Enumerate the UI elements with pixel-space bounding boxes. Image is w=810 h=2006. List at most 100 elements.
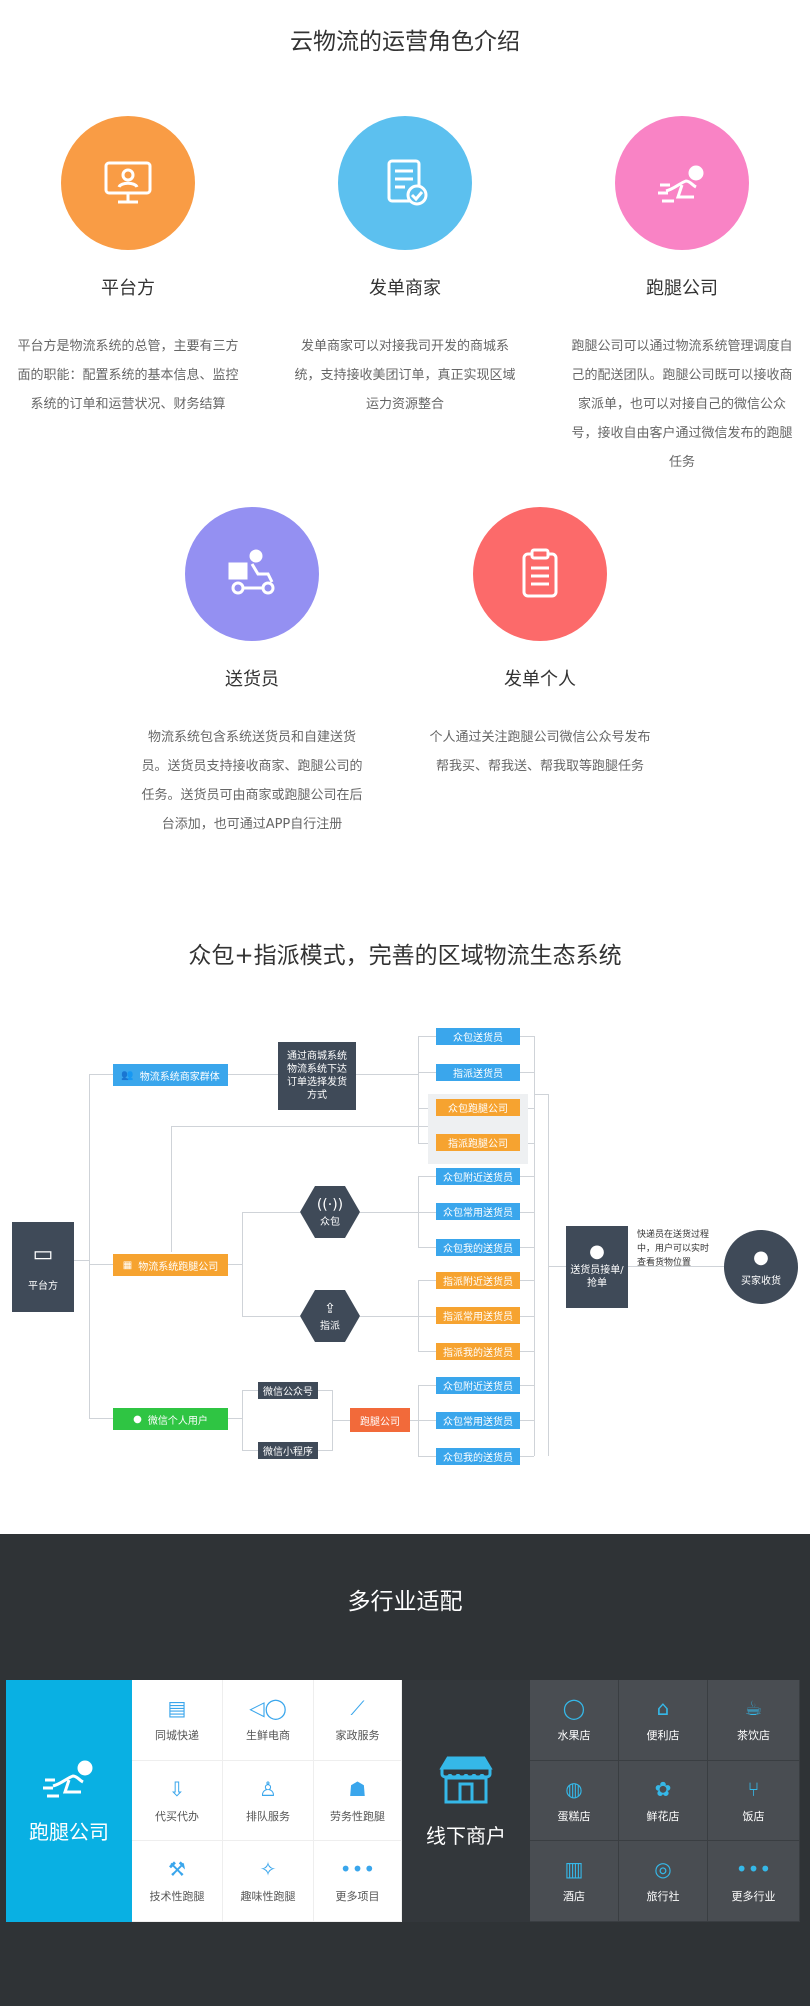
fish-icon: ◁◯ <box>249 1696 287 1720</box>
option-box: 众包常用送货员 <box>436 1412 520 1429</box>
wechat-user-label: 微信个人用户 <box>147 1415 208 1427</box>
role-name: 平台方 <box>101 278 155 299</box>
industry-item[interactable]: ⚒技术性跑腿 <box>132 1841 223 1922</box>
industry-item-label: 饭店 <box>742 1809 765 1823</box>
platform-label: 平台方 <box>28 1281 58 1292</box>
cutlery-icon: ⑂ <box>747 1776 760 1801</box>
buyer-label: 买家收货 <box>741 1276 781 1287</box>
role-runner-company: 跑腿公司 跑腿公司可以通过物流系统管理调度自己的配送团队。跑腿公司既可以接收商家… <box>562 116 802 477</box>
buyer-node: ● 买家收货 <box>724 1230 798 1304</box>
clipboard-icon <box>473 507 607 641</box>
role-platform: 平台方 平台方是物流系统的总管，主要有三方面的职能：配置系统的基本信息、监控系统… <box>8 116 248 419</box>
industry-item-label: 生鲜电商 <box>246 1729 290 1742</box>
industry-item[interactable]: ⟋ 家政服务 <box>314 1680 402 1761</box>
option-box: 众包常用送货员 <box>436 1203 520 1220</box>
role-name: 发单商家 <box>369 278 441 299</box>
industry-item-label: 更多行业 <box>731 1890 776 1903</box>
person-icon: ♙ <box>259 1776 277 1801</box>
crowd-node: ((·)) 众包 <box>300 1186 360 1238</box>
industry-item-label: 便利店 <box>646 1729 680 1742</box>
option-box: 众包送货员 <box>436 1028 520 1045</box>
merchant-panel-label: 线下商户 <box>426 1823 506 1848</box>
role-name: 跑腿公司 <box>646 278 718 299</box>
monitor-user-icon <box>61 116 195 250</box>
industry-item-label: 酒店 <box>563 1890 585 1903</box>
industry-item[interactable]: ☗劳务性跑腿 <box>314 1761 402 1841</box>
hotel-icon: ▥ <box>564 1857 584 1881</box>
group-icon: 👥 <box>121 1069 134 1081</box>
merchant-group-label: 物流系统商家群体 <box>139 1071 220 1083</box>
industry-item-label: 技术性跑腿 <box>149 1890 205 1903</box>
industry-item[interactable]: ⇩ 代买代办 <box>132 1761 223 1841</box>
option-box: 众包我的送货员 <box>436 1239 520 1256</box>
assign-label: 指派 <box>320 1320 340 1332</box>
building-icon: ▤ <box>167 1696 187 1720</box>
wechat-user-node: ● 微信个人用户 <box>113 1408 228 1430</box>
role-desc: 物流系统包含系统送货员和自建送货员。送货员支持接收商家、跑腿公司的任务。送货员可… <box>141 730 363 832</box>
more-dots-icon: ••• <box>339 1857 376 1881</box>
role-courier: 送货员 物流系统包含系统送货员和自建送货员。送货员支持接收商家、跑腿公司的任务。… <box>132 507 372 839</box>
section-title-industry: 多行业适配 <box>347 1589 463 1615</box>
share-icon: ⇪ <box>324 1300 336 1317</box>
courier-label: 送货员接单/抢单 <box>570 1264 624 1289</box>
industry-item[interactable]: •••更多项目 <box>314 1841 402 1922</box>
role-name: 送货员 <box>225 669 279 690</box>
industry-item[interactable]: ⌂便利店 <box>619 1680 708 1761</box>
option-box: 众包附近送货员 <box>436 1377 520 1394</box>
option-box: 众包跑腿公司 <box>436 1099 520 1116</box>
industry-item[interactable]: ▥ 酒店 <box>530 1841 619 1922</box>
apple-icon: ◯ <box>562 1696 586 1720</box>
walker-icon: ☗ <box>348 1776 367 1801</box>
wechat-official-node: 微信公众号 <box>258 1382 318 1399</box>
section-title-roles: 云物流的运营角色介绍 <box>290 29 520 55</box>
building-icon: ▦ <box>122 1259 133 1271</box>
industry-item-label: 水果店 <box>557 1729 591 1742</box>
courier-node: ● 送货员接单/抢单 <box>566 1226 628 1308</box>
runner-icon <box>43 1760 93 1797</box>
industry-item[interactable]: ◍蛋糕店 <box>530 1761 619 1841</box>
option-box: 指派常用送货员 <box>436 1307 520 1324</box>
industry-item-label: 鲜花店 <box>646 1809 680 1823</box>
role-name: 发单个人 <box>504 669 576 690</box>
storefront-icon <box>439 1756 493 1803</box>
broom-icon: ⟋ <box>350 1696 365 1720</box>
industry-item-label: 家政服务 <box>335 1729 380 1742</box>
platform-node: ▭ 平台方 <box>12 1222 74 1312</box>
more-dots-icon: ••• <box>735 1857 772 1881</box>
role-desc: 跑腿公司可以通过物流系统管理调度自己的配送团队。跑腿公司既可以接收商家派单，也可… <box>571 339 793 470</box>
industry-item[interactable]: ☕茶饮店 <box>708 1680 800 1761</box>
industry-item[interactable]: ✿ 鲜花店 <box>619 1761 708 1841</box>
option-box: 众包附近送货员 <box>436 1168 520 1185</box>
option-box: 指派我的送货员 <box>436 1343 520 1360</box>
flower-icon: ✿ <box>654 1776 672 1801</box>
industry-item[interactable]: ✧ 趣味性跑腿 <box>223 1841 314 1922</box>
runner-company-label: 物流系统跑腿公司 <box>138 1261 219 1273</box>
industry-item[interactable]: ♙排队服务 <box>223 1761 314 1841</box>
industry-item[interactable]: ••• 更多行业 <box>708 1841 800 1922</box>
role-desc: 平台方是物流系统的总管，主要有三方面的职能：配置系统的基本信息、监控系统的订单和… <box>17 339 239 412</box>
paotui-node: 跑腿公司 <box>350 1408 410 1432</box>
track-note: 快递员在送货过程中，用户可以实时查看货物位置 <box>637 1230 710 1268</box>
monitor-icon: ▭ <box>32 1242 54 1267</box>
industry-item[interactable]: ◎ 旅行社 <box>619 1841 708 1922</box>
magic-wand-icon: ✧ <box>259 1857 277 1881</box>
industry-item-label: 同城快递 <box>155 1729 199 1742</box>
runner-panel-label: 跑腿公司 <box>29 1819 109 1844</box>
user-icon: ● <box>753 1247 769 1268</box>
role-desc: 个人通过关注跑腿公司微信公众号发布帮我买、帮我送、帮我取等跑腿任务 <box>429 730 651 774</box>
industry-item-label: 趣味性跑腿 <box>240 1890 296 1903</box>
merchant-note-box: 通过商城系统物流系统下达订单选择发货方式 <box>278 1042 356 1110</box>
industry-item[interactable]: ▤ 同城快递 <box>132 1680 223 1761</box>
industry-item[interactable]: ⑂ 饭店 <box>708 1761 800 1841</box>
merchant-group-node: 👥 物流系统商家群体 <box>113 1064 228 1086</box>
scooter-courier-icon <box>185 507 319 641</box>
industry-item-label: 旅行社 <box>646 1890 680 1903</box>
industry-item[interactable]: ◯ 水果店 <box>530 1680 619 1761</box>
download-icon: ⇩ <box>168 1776 186 1801</box>
wechat-icon: ● <box>133 1413 142 1425</box>
option-box: 指派跑腿公司 <box>436 1134 520 1151</box>
industry-item-label: 代买代办 <box>155 1809 199 1823</box>
signal-icon: ((·)) <box>316 1196 344 1213</box>
industry-item[interactable]: ◁◯ 生鲜电商 <box>223 1680 314 1761</box>
travel-icon: ◎ <box>654 1857 672 1881</box>
